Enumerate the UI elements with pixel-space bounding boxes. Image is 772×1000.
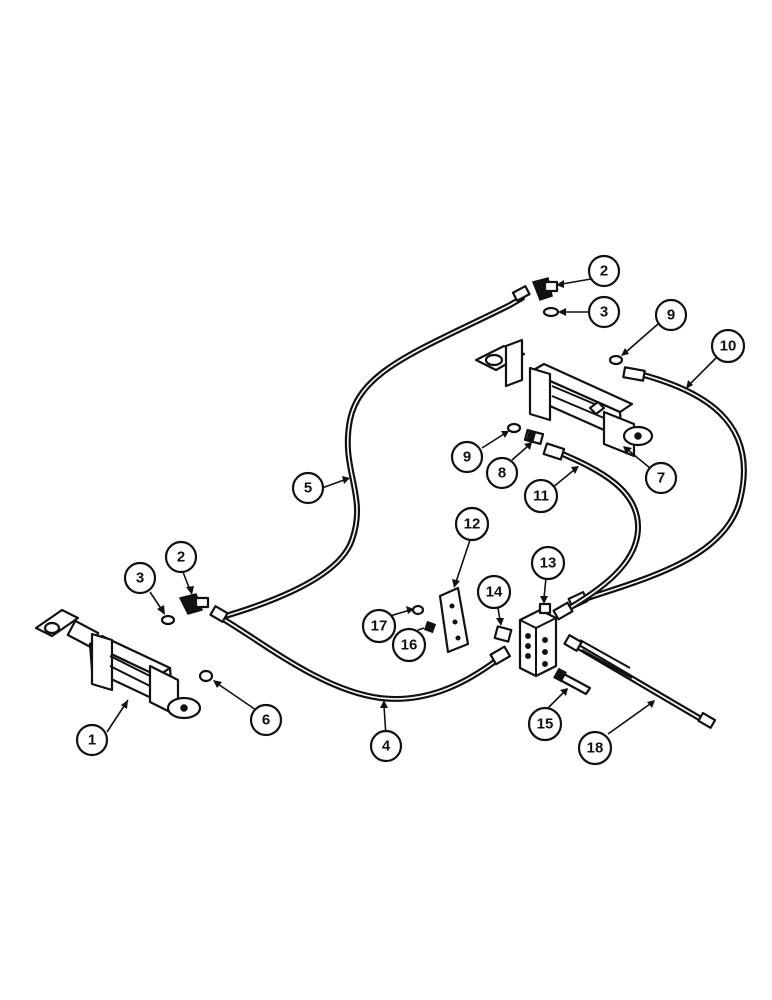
callout-3-top-label: 3 — [600, 304, 608, 321]
callout-6-label: 6 — [262, 712, 270, 729]
valve-block-13 — [518, 602, 558, 678]
callout-15: 15 — [527, 706, 563, 742]
adapter-fitting-8 — [523, 428, 545, 446]
o-ring-9-top — [608, 354, 624, 366]
o-ring-3-top — [542, 306, 560, 318]
hose-11 — [542, 442, 642, 621]
callout-4-label: 4 — [382, 738, 391, 755]
callout-3-left: 3 — [123, 561, 157, 595]
hydraulic-cylinder-1 — [34, 608, 202, 720]
washer-17 — [411, 604, 425, 616]
callout-9-top: 9 — [654, 298, 688, 332]
callout-2-left: 2 — [164, 540, 198, 574]
elbow-fitting-2-top — [531, 277, 559, 301]
callout-2-left-label: 2 — [177, 549, 185, 566]
callout-16-label: 16 — [401, 637, 418, 654]
callout-10-label: 10 — [720, 338, 737, 355]
callout-5-label: 5 — [304, 480, 312, 497]
callout-18: 18 — [577, 730, 613, 766]
callout-7-label: 7 — [657, 470, 665, 487]
mounting-plate-12 — [438, 586, 470, 654]
callout-3-left-label: 3 — [136, 570, 144, 587]
callout-10: 10 — [710, 328, 746, 364]
callout-2-top-label: 2 — [600, 263, 608, 280]
callout-18-label: 18 — [587, 740, 604, 757]
callout-17-label: 17 — [371, 618, 388, 635]
callout-14-label: 14 — [486, 584, 503, 601]
callout-11-label: 11 — [533, 488, 549, 505]
nut-16 — [423, 620, 437, 634]
o-ring-3-left — [160, 614, 176, 626]
callout-3-top: 3 — [587, 295, 621, 329]
callout-16: 16 — [391, 627, 427, 663]
callout-15-label: 15 — [537, 716, 554, 733]
callout-12: 12 — [454, 506, 490, 542]
callout-8-label: 8 — [498, 465, 506, 482]
hose-5 — [219, 285, 531, 620]
callout-7: 7 — [644, 461, 678, 495]
callout-6: 6 — [249, 703, 283, 737]
callout-9-mid: 9 — [450, 440, 484, 474]
fitting-14 — [493, 625, 513, 643]
callout-2-top: 2 — [587, 254, 621, 288]
callout-8: 8 — [485, 456, 519, 490]
callout-14: 14 — [476, 574, 512, 610]
callout-9-mid-label: 9 — [463, 449, 471, 466]
callout-4: 4 — [369, 729, 403, 763]
callout-1: 1 — [75, 723, 109, 757]
callout-5: 5 — [291, 471, 325, 505]
callout-1-label: 1 — [88, 732, 96, 749]
bolt-15 — [553, 667, 592, 696]
callout-11: 11 — [523, 478, 559, 514]
callout-13-label: 13 — [540, 555, 557, 572]
o-ring-6 — [198, 669, 214, 683]
elbow-fitting-2-left — [178, 593, 210, 615]
hose-18 — [563, 634, 717, 729]
callout-13: 13 — [530, 545, 566, 581]
hydraulic-cylinder-7 — [474, 338, 654, 458]
leader-lines — [106, 278, 717, 737]
callout-9-top-label: 9 — [667, 307, 675, 324]
callout-17: 17 — [361, 608, 397, 644]
o-ring-9-mid — [506, 422, 522, 434]
hose-4 — [209, 605, 512, 702]
callout-12-label: 12 — [464, 516, 481, 533]
